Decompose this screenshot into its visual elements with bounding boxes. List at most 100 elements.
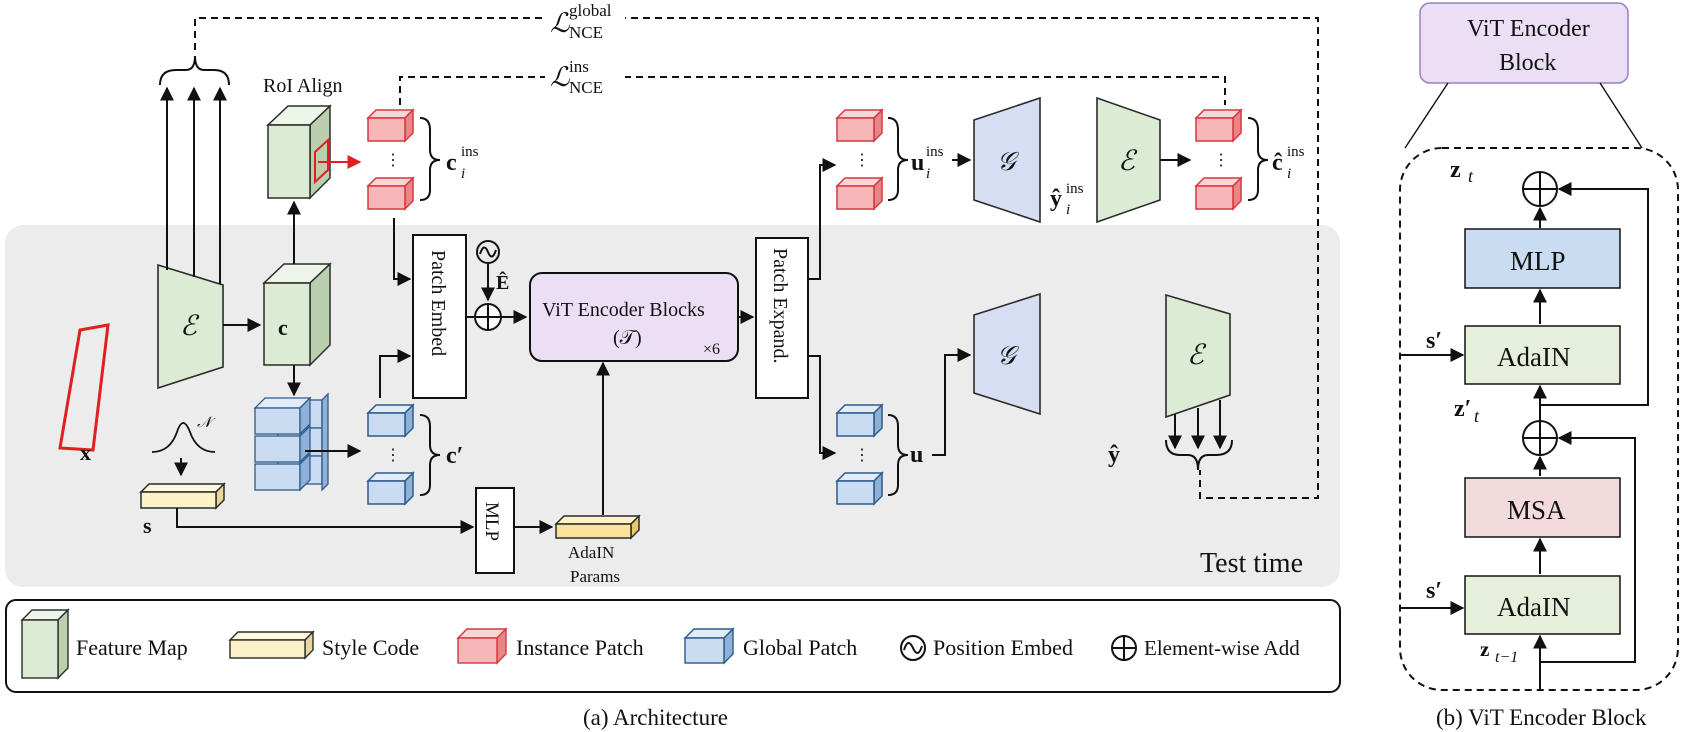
svg-text:MLP: MLP [481,502,502,541]
legend-instance-patch: Instance Patch [456,627,644,665]
legend-box [5,599,1341,693]
instance-patches-cins-hat [1194,108,1243,211]
svg-text:MSA: MSA [1507,495,1566,525]
encoder-top-right [1096,96,1161,224]
svg-text:Feature Map: Feature Map [76,635,188,660]
svg-text:⋮: ⋮ [385,447,401,464]
add-node-1 [474,303,502,331]
cprime-label: c′ [446,443,463,469]
caption-b: (b) ViT Encoder Block [1436,705,1647,730]
test-time-label: Test time [1200,548,1303,579]
normal-dist-curve [151,422,216,453]
caption-a: (a) Architecture [583,705,728,730]
position-embed-icon [476,240,500,264]
svg-text:×6: ×6 [703,341,720,358]
svg-text:Element-wise Add: Element-wise Add [1144,636,1300,660]
svg-text:t: t [1474,406,1480,426]
loss-ins-label: ℒ [550,62,570,92]
svg-text:t: t [1468,166,1474,186]
svg-text:𝒩: 𝒩 [197,415,216,431]
generator-bottom [973,292,1041,416]
svg-text:Instance Patch: Instance Patch [516,635,644,660]
cins-hat-label: ĉ [1272,150,1283,176]
s-prime-bottom: s′ [1426,578,1442,604]
loss-ins-line [399,76,1226,105]
global-patch-stack [253,392,329,492]
svg-text:ℰ: ℰ [1187,340,1207,371]
svg-text:MLP: MLP [1510,246,1566,276]
loss-global-line [194,17,1319,499]
svg-text:ins: ins [461,144,479,160]
svg-text:(𝒯): (𝒯) [613,327,642,349]
cins-label: c [446,150,457,176]
svg-text:AdaIN: AdaIN [1497,592,1570,622]
svg-text:Patch Embed: Patch Embed [427,250,449,356]
svg-text:NCE: NCE [569,23,603,42]
svg-text:NCE: NCE [569,78,603,97]
uins-label: u [911,150,924,176]
svg-text:𝒢: 𝒢 [997,341,1020,370]
encoder-left [157,263,224,390]
svg-text:i: i [461,166,465,182]
global-patches-u [835,403,884,506]
svg-text:𝒢: 𝒢 [997,147,1020,176]
block-adain-bottom [1464,575,1621,635]
svg-text:AdaIN: AdaIN [1497,342,1570,372]
svg-text:⋮: ⋮ [854,447,870,464]
svg-text:ins: ins [569,57,589,76]
block-adain-top [1464,325,1621,385]
yins-label: ŷ [1050,186,1062,212]
svg-text:AdaIN: AdaIN [568,543,614,562]
s-prime-top: s′ [1426,328,1442,354]
svg-text:⋮: ⋮ [385,152,401,169]
instance-patches-uins [835,108,884,211]
svg-text:ℰ: ℰ [180,311,200,342]
loss-global-label: ℒ [550,8,570,38]
svg-text:Block: Block [1499,50,1556,76]
patch-expand-block [755,237,809,399]
svg-text:Position Embed: Position Embed [933,635,1073,660]
svg-text:i: i [1066,202,1070,218]
svg-text:Params: Params [570,567,620,586]
legend-global-patch: Global Patch [683,627,857,665]
svg-text:⋮: ⋮ [854,152,870,169]
svg-text:i: i [1287,166,1291,182]
svg-text:ins: ins [926,144,944,160]
roi-feature-map [266,104,332,200]
e-hat-label: Ê [496,270,509,294]
feature-map-c [262,262,332,367]
input-image-x [58,323,110,452]
legend-feature-map: Feature Map [20,608,188,680]
instance-patches-cins [366,108,415,211]
svg-text:i: i [926,166,930,182]
x-label: x [80,440,91,465]
block-add-top [1522,171,1558,207]
svg-text:ins: ins [1287,144,1305,160]
global-patches-cprime [366,403,415,506]
svg-text:ins: ins [1066,181,1084,197]
roi-align-label: RoI Align [263,75,342,97]
svg-text:Global Patch: Global Patch [743,635,857,660]
svg-text:⋮: ⋮ [1213,152,1229,169]
legend-position-embed: Position Embed [900,635,1073,661]
z-t-minus-label: z [1480,637,1489,661]
encoder-bottom-right [1165,293,1231,419]
svg-text:Style Code: Style Code [322,635,419,660]
patch-embed-block [412,234,467,399]
style-code-s [139,482,226,510]
u-label: u [910,442,923,468]
block-msa [1464,477,1621,538]
encoder-bottom-arrows [1165,400,1233,471]
legend-element-wise-add: Element-wise Add [1111,635,1300,661]
encoder-feature-arrows [159,55,230,284]
z-t-prime-label: z′ [1454,396,1471,422]
y-hat-label: ŷ [1108,442,1120,468]
svg-text:global: global [569,1,612,20]
c-label: c [278,315,288,340]
s-label: s [143,513,152,538]
adain-params [554,514,641,540]
position-embed-legend-icon [900,635,926,661]
block-add-middle [1522,420,1558,456]
generator-top [973,96,1041,224]
